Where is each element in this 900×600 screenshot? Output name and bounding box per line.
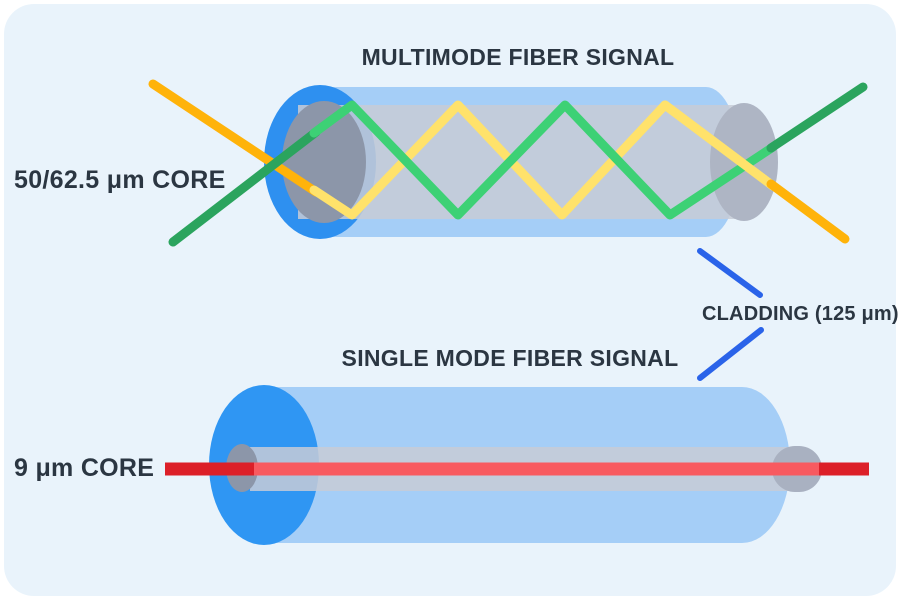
yellow-ray-exit bbox=[766, 179, 850, 244]
cladding-callout-lines bbox=[697, 248, 764, 381]
cladding-pointer-bottom bbox=[697, 327, 764, 381]
multimode-title: MULTIMODE FIBER SIGNAL bbox=[361, 44, 675, 70]
green-ray-inside bbox=[309, 100, 778, 220]
yellow-ray-entry bbox=[148, 79, 321, 197]
cladding-label: CLADDING (125 μm) bbox=[702, 303, 899, 325]
singlemode-title: SINGLE MODE FIBER SIGNAL bbox=[341, 345, 679, 371]
cladding-pointer-top bbox=[697, 248, 763, 298]
yellow-ray-inside-final bbox=[660, 100, 778, 191]
singlemode-fiber bbox=[165, 385, 869, 545]
multimode-fiber bbox=[148, 79, 868, 247]
multimode-core-label: 50/62.5 μm CORE bbox=[14, 166, 226, 194]
green-ray-entry bbox=[168, 127, 321, 247]
multimode-core-face bbox=[282, 101, 366, 223]
singlemode-core-label: 9 μm CORE bbox=[14, 454, 155, 482]
green-ray-exit bbox=[766, 82, 868, 153]
